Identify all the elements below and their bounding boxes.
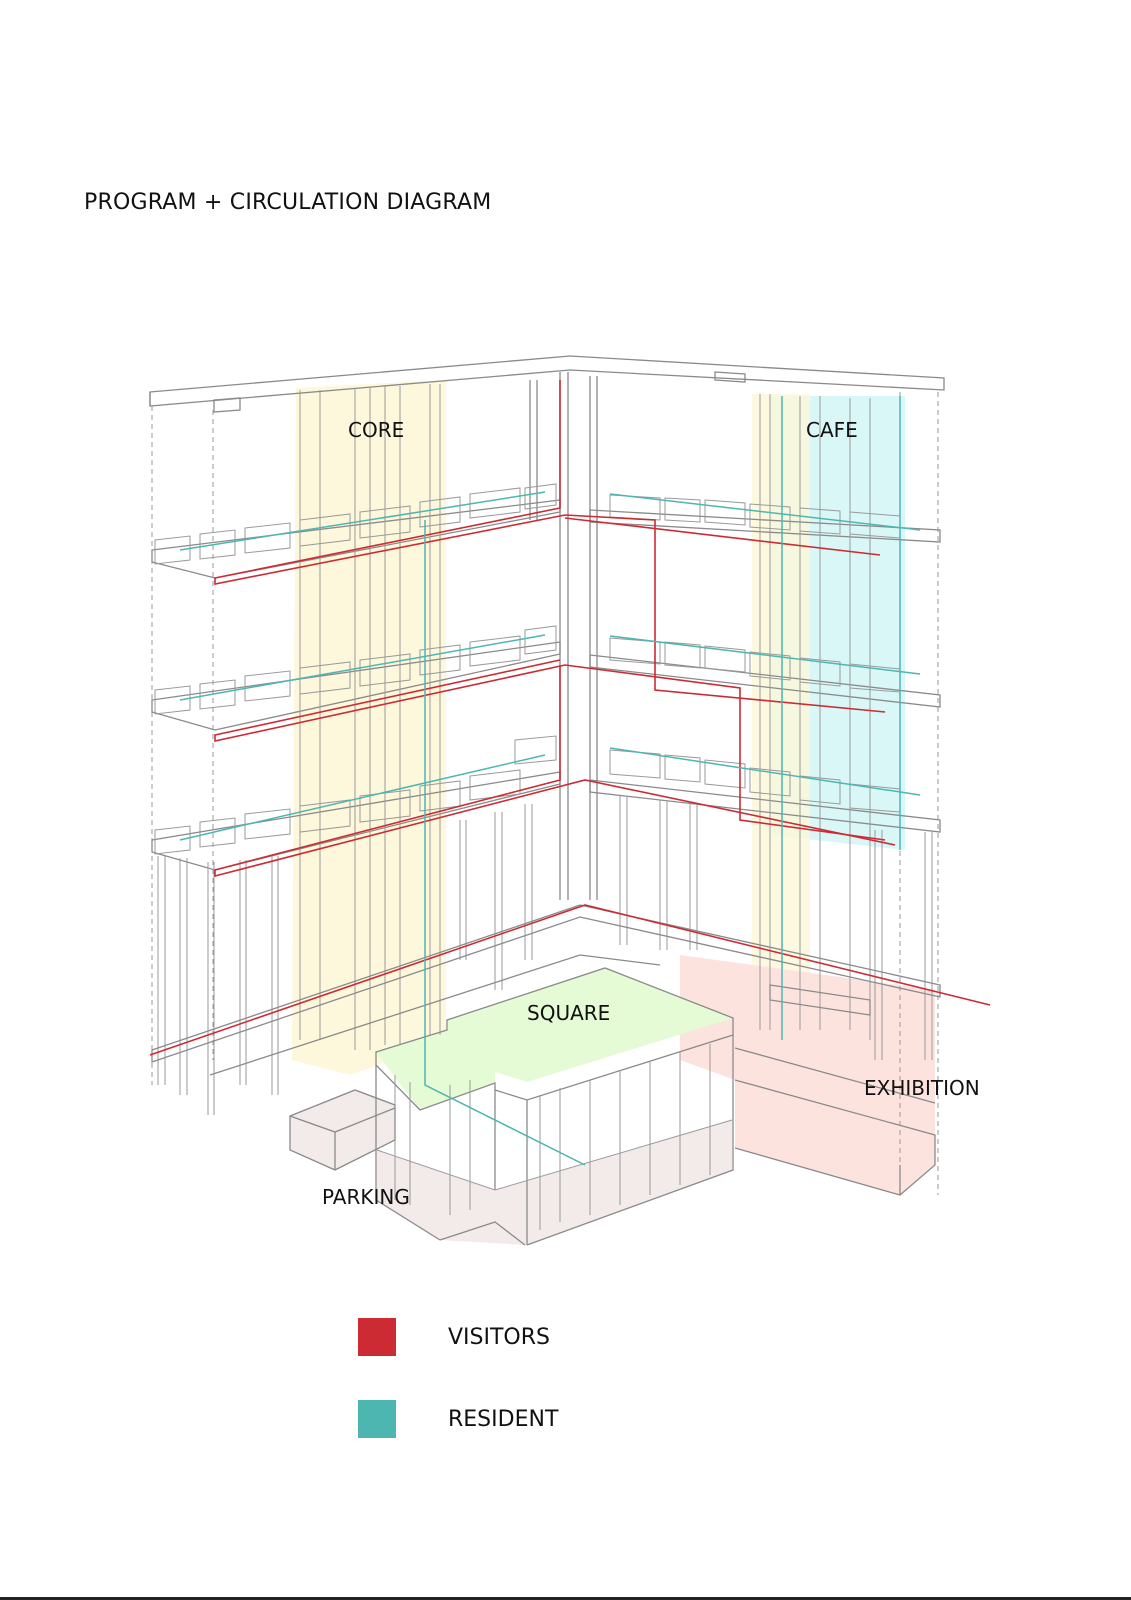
exhibition-zone — [680, 955, 935, 1195]
legend-label-visitors: VISITORS — [448, 1324, 550, 1350]
square-label: SQUARE — [527, 1001, 610, 1025]
parking-zone-main — [377, 1120, 732, 1245]
page-title: PROGRAM + CIRCULATION DIAGRAM — [84, 190, 492, 215]
building-linework — [149, 355, 945, 1246]
legend-item-visitors: VISITORS — [358, 1318, 550, 1356]
visitor-circulation — [149, 380, 991, 1056]
parking-label: PARKING — [322, 1185, 410, 1209]
bottom-rule — [0, 1597, 1131, 1600]
legend-item-resident: RESIDENT — [358, 1400, 558, 1438]
parking-zone-small — [290, 1090, 395, 1170]
program-zones — [290, 380, 935, 1245]
legend-label-resident: RESIDENT — [448, 1406, 559, 1432]
legend-swatch-visitors — [358, 1318, 396, 1356]
cafe-label: CAFE — [806, 418, 858, 442]
square-zone — [376, 968, 733, 1110]
cafe-yellow-strip — [752, 394, 810, 1000]
core-label: CORE — [348, 418, 404, 442]
exhibition-label: EXHIBITION — [864, 1076, 980, 1100]
resident-circulation — [179, 396, 921, 1166]
legend-swatch-resident — [358, 1400, 396, 1438]
